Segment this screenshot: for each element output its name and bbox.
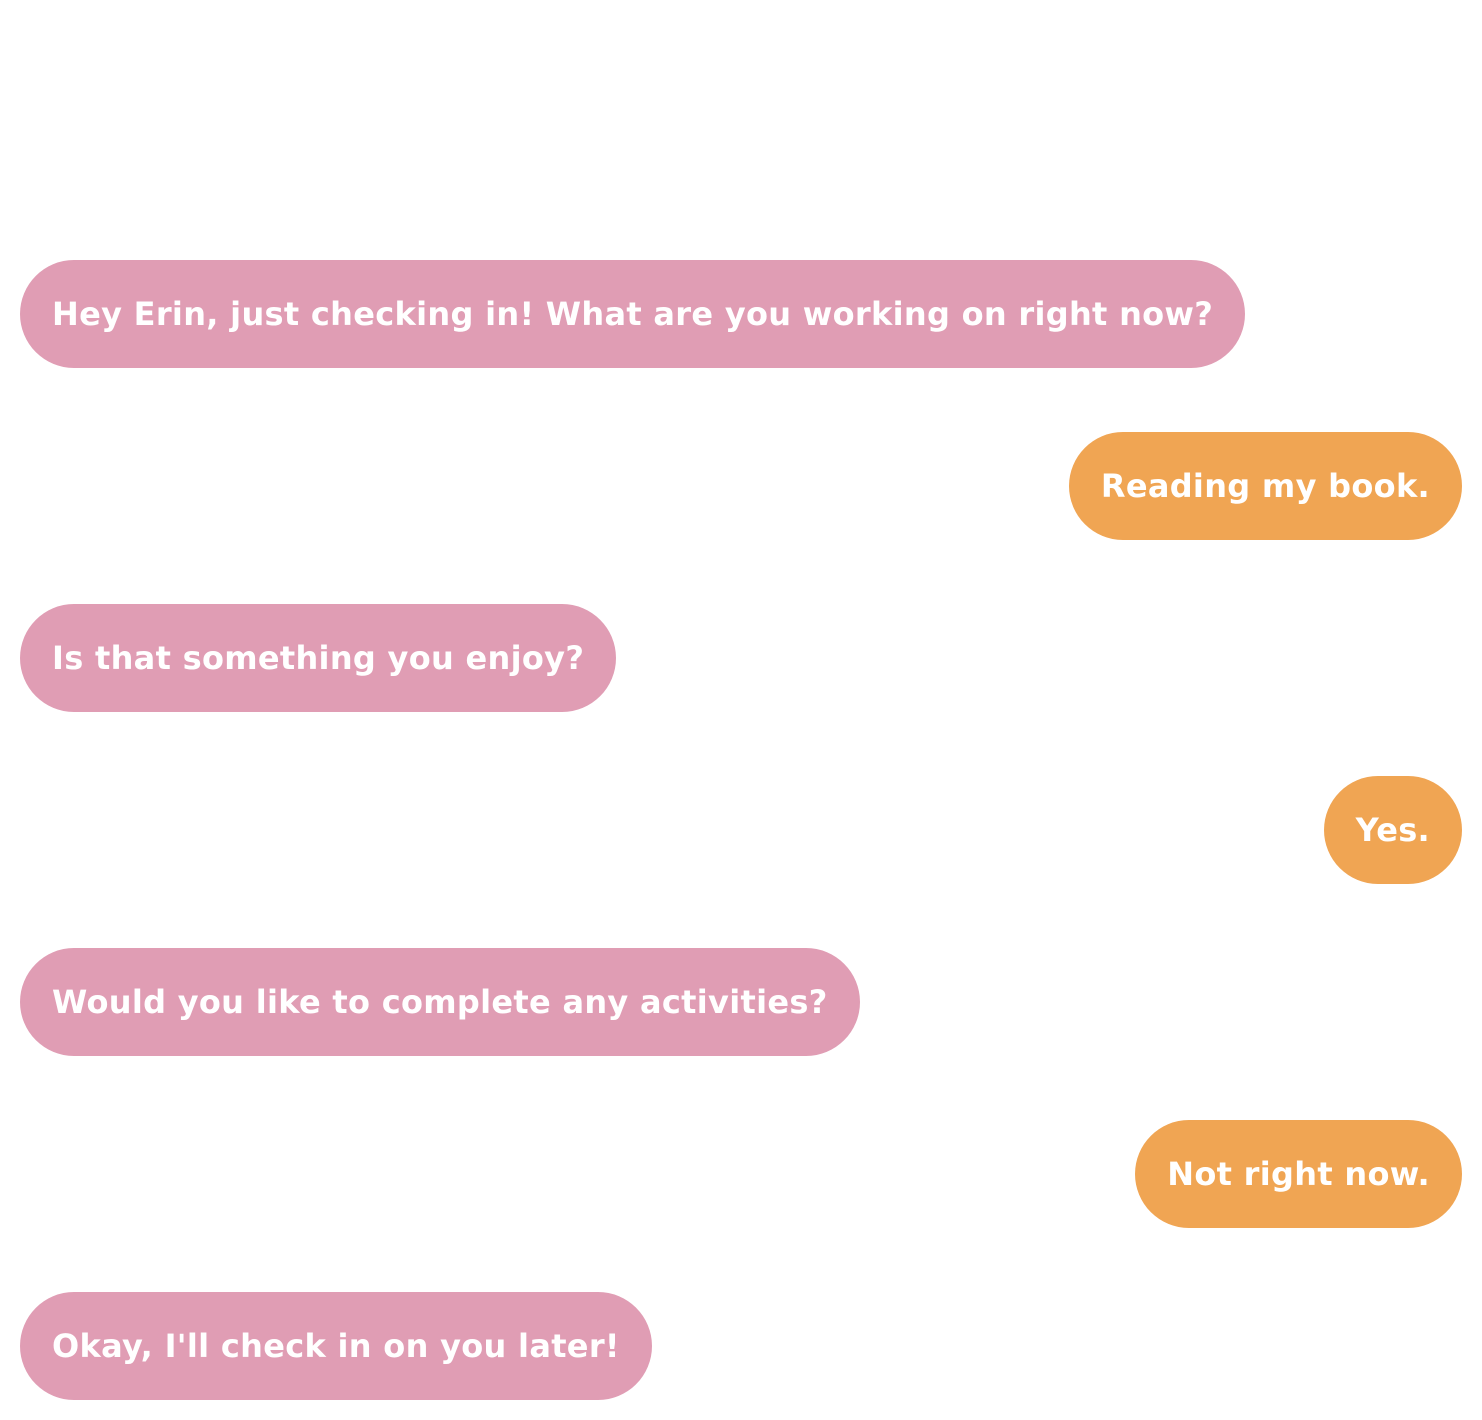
bot-message-bubble: Would you like to complete any activitie…	[20, 948, 860, 1056]
bot-message-bubble: Is that something you enjoy?	[20, 604, 617, 712]
message-row-bot: Would you like to complete any activitie…	[20, 948, 1462, 1056]
message-row-user: Yes.	[20, 776, 1462, 884]
message-row-user: Not right now.	[20, 1120, 1462, 1228]
message-row-bot: Hey Erin, just checking in! What are you…	[20, 260, 1462, 368]
message-row-bot: Is that something you enjoy?	[20, 604, 1462, 712]
user-message-bubble: Not right now.	[1135, 1120, 1462, 1228]
message-row-user: Reading my book.	[20, 432, 1462, 540]
message-row-bot: Okay, I'll check in on you later!	[20, 1292, 1462, 1400]
bot-message-bubble: Okay, I'll check in on you later!	[20, 1292, 652, 1400]
bot-message-bubble: Hey Erin, just checking in! What are you…	[20, 260, 1246, 368]
user-message-bubble: Reading my book.	[1068, 432, 1462, 540]
user-message-bubble: Yes.	[1323, 776, 1462, 884]
